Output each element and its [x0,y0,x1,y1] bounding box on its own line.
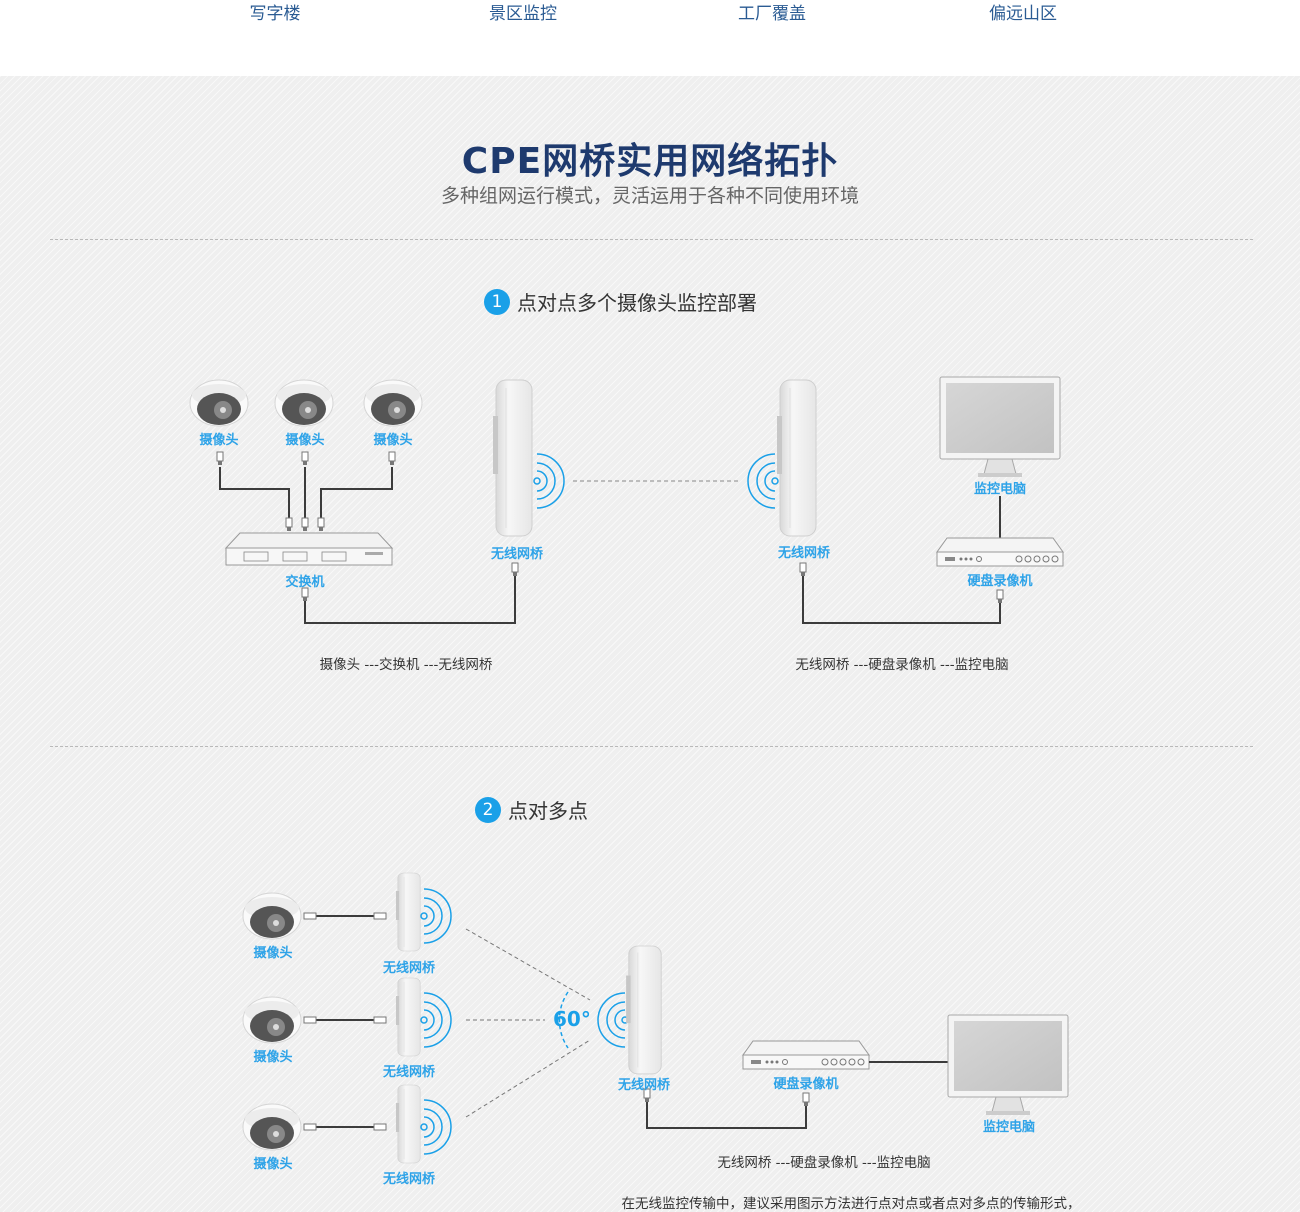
bridge-label: 无线网桥 [777,546,831,561]
camera-icon [242,996,302,1044]
scene-remote[interactable]: 偏远山区 [989,4,1057,24]
signal-waves-icon [420,1099,452,1155]
wireless-bridge-icon [395,1084,421,1164]
signal-waves-icon [420,888,452,944]
scene-office[interactable]: 写字楼 [249,4,301,24]
bridge-label: 无线网桥 [382,1172,436,1187]
angle-label: 60° [553,1007,591,1031]
section1-caption-left: 摄像头 ---交换机 ---无线网桥 [319,657,493,673]
scene-factory[interactable]: 工厂覆盖 [738,4,806,24]
bridge-label: 无线网桥 [617,1078,671,1093]
section2-heading: 2 点对多点 [475,795,588,824]
signal-waves-icon [533,453,565,509]
switch-icon [224,532,394,566]
section1-title: 点对点多个摄像头监控部署 [517,291,757,315]
divider [50,239,1253,240]
bridge-label: 无线网桥 [490,547,544,562]
section2-caption: 无线网桥 ---硬盘录像机 ---监控电脑 [717,1155,931,1171]
monitor-label: 监控电脑 [982,1120,1036,1135]
nvr-label: 硬盘录像机 [967,574,1033,589]
camera-label: 摄像头 [199,433,239,448]
nvr-label: 硬盘录像机 [773,1077,839,1092]
camera-label: 摄像头 [253,946,293,961]
topology-panel [0,76,1300,1212]
camera-label: 摄像头 [285,433,325,448]
camera-icon [189,379,249,427]
camera-icon [363,379,423,427]
switch-label: 交换机 [285,575,325,590]
monitor-icon [947,1014,1069,1116]
section2-note: 在无线监控传输中，建议采用图示方法进行点对点或者点对多点的传输形式， [621,1196,1081,1212]
bridge-label: 无线网桥 [382,961,436,976]
wireless-bridge-icon [625,945,662,1075]
page-subtitle: 多种组网运行模式，灵活运用于各种不同使用环境 [440,185,859,207]
camera-label: 摄像头 [253,1157,293,1172]
monitor-icon [939,376,1061,478]
section1-number: 1 [484,288,510,315]
signal-waves-icon [597,992,629,1048]
bridge-label: 无线网桥 [382,1065,436,1080]
camera-icon [242,1103,302,1151]
signal-waves-icon [747,453,779,509]
signal-waves-icon [420,992,452,1048]
camera-icon [242,892,302,940]
nvr-icon [742,1040,870,1070]
camera-label: 摄像头 [373,433,413,448]
nvr-icon [936,537,1064,567]
monitor-label: 监控电脑 [973,482,1027,497]
scene-scenic[interactable]: 景区监控 [489,4,557,24]
wireless-bridge-icon [492,379,533,537]
section2-title: 点对多点 [508,799,588,823]
camera-icon [274,379,334,427]
section1-caption-right: 无线网桥 ---硬盘录像机 ---监控电脑 [795,657,1009,673]
section2-number: 2 [475,796,501,823]
wireless-bridge-icon [776,379,817,537]
section1-heading: 1 点对点多个摄像头监控部署 [484,287,757,316]
wireless-bridge-icon [395,977,421,1057]
camera-label: 摄像头 [253,1050,293,1065]
divider [50,746,1253,747]
page-title: CPE网桥实用网络拓扑 [461,141,839,182]
top-strip: 写字楼 景区监控 工厂覆盖 偏远山区 [0,0,1300,76]
wireless-bridge-icon [395,872,421,952]
